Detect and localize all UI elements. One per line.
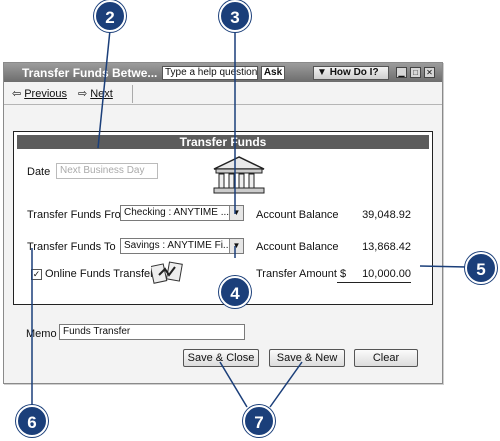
callout-7: 7 — [243, 405, 275, 437]
to-balance-label: Account Balance — [256, 241, 339, 253]
ask-button[interactable]: Ask — [261, 66, 285, 80]
callout-5: 5 — [465, 252, 497, 284]
to-balance-value: 13,868.42 — [362, 241, 411, 253]
callout-6: 6 — [16, 405, 48, 437]
previous-icon: ⇦ — [12, 88, 22, 100]
memo-label: Memo — [26, 328, 57, 340]
panel-header: Transfer Funds — [17, 135, 429, 149]
toolbar: ⇦Previous ⇨Next — [4, 83, 442, 105]
save-new-button[interactable]: Save & New — [269, 349, 345, 367]
online-transfer-label: Online Funds Transfer — [45, 268, 154, 280]
from-account-value: Checking : ANYTIME ... — [124, 207, 230, 218]
date-label: Date — [27, 166, 51, 178]
callout-3: 3 — [219, 0, 251, 32]
previous-button[interactable]: ⇦Previous — [12, 87, 67, 101]
close-icon[interactable]: ✕ — [424, 67, 435, 78]
toolbar-divider — [132, 85, 133, 103]
to-account-select[interactable]: Savings : ANYTIME Fi... ▼ — [120, 238, 244, 254]
how-do-i-button[interactable]: ▼ How Do I? — [313, 66, 389, 80]
how-do-i-label: How Do I? — [329, 67, 379, 78]
next-button[interactable]: ⇨Next — [78, 87, 113, 101]
from-balance-label: Account Balance — [256, 209, 339, 221]
bank-icon — [213, 156, 265, 194]
callout-4: 4 — [219, 276, 251, 308]
next-icon: ⇨ — [78, 88, 88, 100]
amount-label: Transfer Amount $ — [256, 268, 347, 280]
title-bar[interactable]: Transfer Funds Betwe... Type a help ques… — [4, 63, 442, 82]
maximize-icon[interactable]: □ — [410, 67, 421, 78]
save-close-button[interactable]: Save & Close — [183, 349, 259, 367]
date-field[interactable]: Next Business Day — [56, 163, 158, 179]
next-label: Next — [90, 88, 113, 100]
chevron-down-icon[interactable]: ▼ — [229, 239, 243, 253]
chevron-down-icon[interactable]: ▼ — [229, 206, 243, 220]
transfer-funds-panel: Transfer Funds Date Next Business Day Tr… — [13, 131, 433, 305]
from-account-select[interactable]: Checking : ANYTIME ... ▼ — [120, 205, 244, 221]
callout-2: 2 — [94, 0, 126, 32]
minimize-icon[interactable]: ▁ — [396, 67, 407, 78]
online-transfer-icon — [151, 261, 183, 284]
amount-value[interactable]: 10,000.00 — [362, 268, 411, 280]
memo-field[interactable]: Funds Transfer — [59, 324, 245, 340]
window-title: Transfer Funds Betwe... — [22, 66, 158, 80]
transfer-funds-window: Transfer Funds Betwe... Type a help ques… — [3, 62, 443, 384]
to-account-value: Savings : ANYTIME Fi... — [124, 240, 232, 251]
amount-underline — [337, 282, 411, 283]
to-label: Transfer Funds To — [27, 241, 116, 253]
help-question-input[interactable]: Type a help question — [162, 66, 258, 80]
from-label: Transfer Funds From — [27, 209, 130, 221]
from-balance-value: 39,048.92 — [362, 209, 411, 221]
clear-button[interactable]: Clear — [354, 349, 418, 367]
previous-label: Previous — [24, 88, 68, 100]
chevron-down-icon: ▼ — [317, 67, 327, 78]
